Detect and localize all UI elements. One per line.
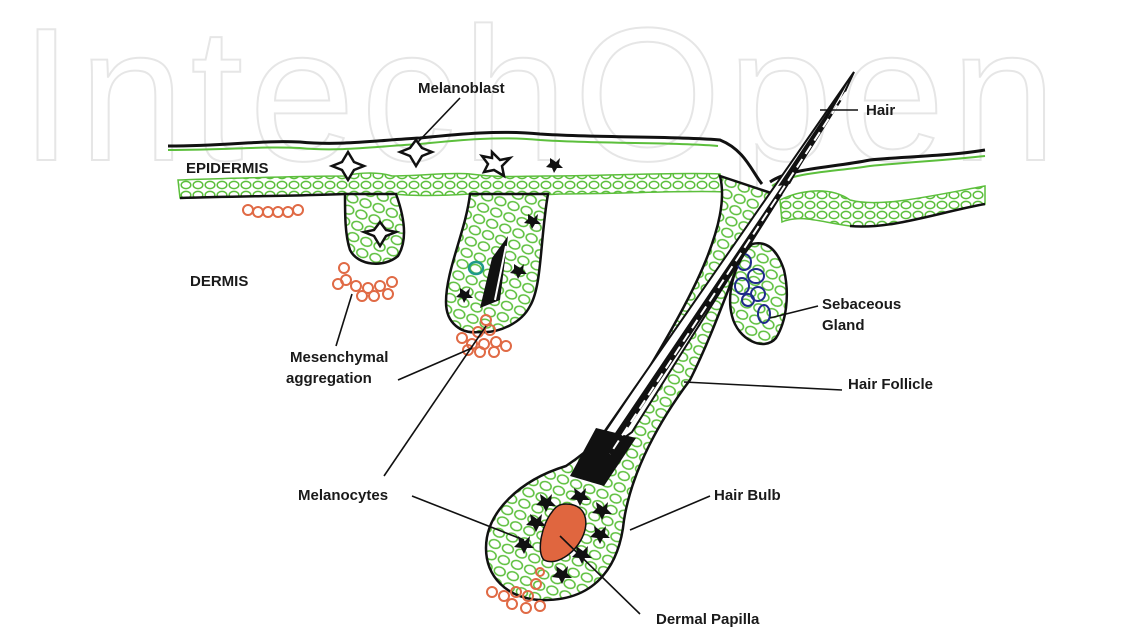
mesenchymal-cells-placode bbox=[333, 263, 397, 301]
watermark-text: IntechOpen bbox=[20, 0, 1062, 201]
mesenchymal-cells-epidermis bbox=[243, 205, 303, 217]
label-melanoblast: Melanoblast bbox=[418, 80, 505, 97]
label-hair-follicle: Hair Follicle bbox=[848, 376, 933, 393]
label-hair: Hair bbox=[866, 102, 895, 119]
label-mesenchymal-line1: Mesenchymal bbox=[290, 349, 388, 366]
label-sebaceous-line1: Sebaceous bbox=[822, 296, 901, 313]
label-hair-bulb: Hair Bulb bbox=[714, 487, 781, 504]
label-melanocytes: Melanocytes bbox=[298, 487, 388, 504]
label-epidermis: EPIDERMIS bbox=[186, 160, 269, 177]
label-mesenchymal-line2: aggregation bbox=[286, 370, 372, 387]
label-dermis: DERMIS bbox=[190, 273, 248, 290]
label-sebaceous-line2: Gland bbox=[822, 317, 865, 334]
label-dermal-papilla: Dermal Papilla bbox=[656, 611, 760, 628]
